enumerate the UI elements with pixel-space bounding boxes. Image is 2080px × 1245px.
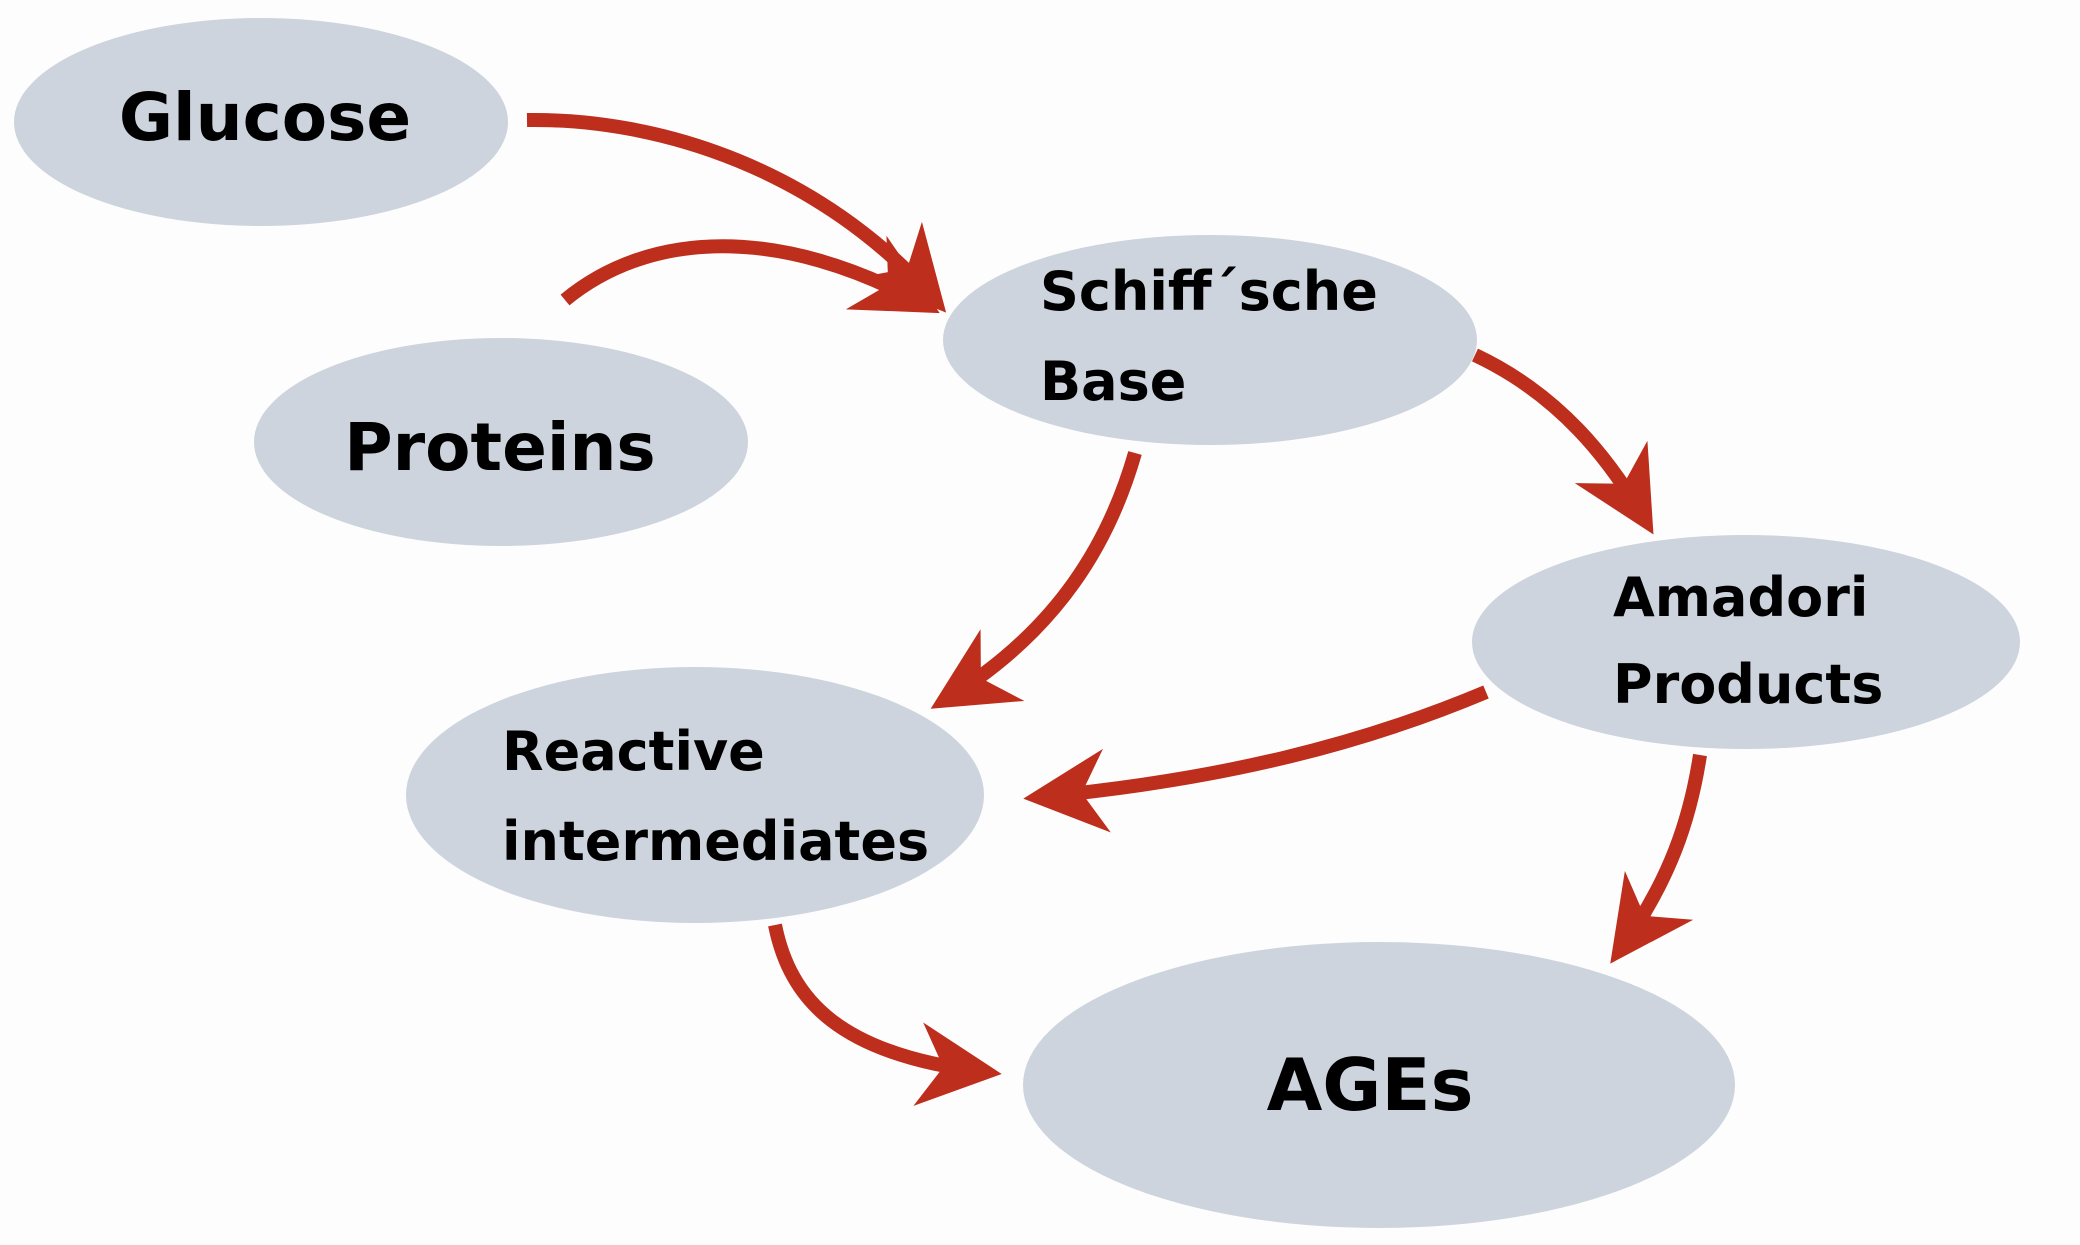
- node-glucose: Glucose: [14, 18, 508, 226]
- node-label: Amadori: [1613, 566, 1868, 629]
- node-label: Products: [1613, 653, 1883, 716]
- node-schiff-base: Schiff´sche Base: [943, 235, 1477, 445]
- arrow-schiff-to-amadori: [1472, 348, 1654, 535]
- node-label: Base: [1040, 350, 1186, 413]
- arrow-amadori-to-ages: [1610, 753, 1707, 964]
- arrow-schiff-to-reactive: [930, 451, 1142, 709]
- node-label: AGEs: [1267, 1043, 1474, 1127]
- node-ages: AGEs: [1023, 942, 1735, 1228]
- node-proteins: Proteins: [254, 338, 748, 546]
- node-label: Reactive: [502, 720, 765, 783]
- node-amadori-products: Amadori Products: [1472, 535, 2020, 749]
- node-label: intermediates: [502, 810, 929, 873]
- node-reactive-intermediates: Reactive intermediates: [406, 667, 984, 923]
- arrow-proteins-to-schiff: [560, 235, 940, 314]
- arrow-amadori-to-reactive: [1023, 685, 1489, 833]
- node-label: Schiff´sche: [1040, 260, 1378, 323]
- arrow-reactive-to-ages: [768, 923, 1002, 1106]
- node-label: Proteins: [344, 409, 655, 486]
- node-label: Glucose: [119, 79, 411, 156]
